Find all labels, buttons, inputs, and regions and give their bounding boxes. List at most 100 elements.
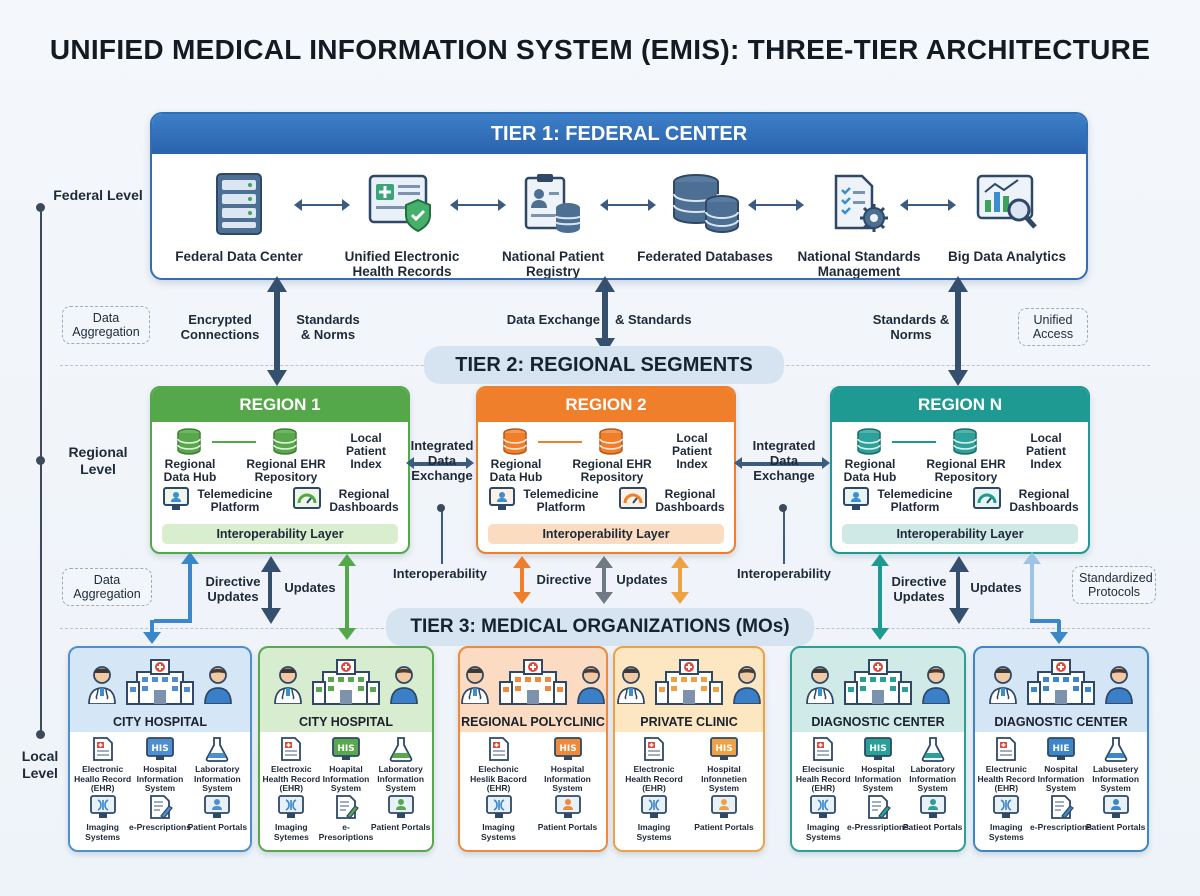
interoperability-layer: Interoperability Layer xyxy=(488,524,724,544)
regional-data-hub-label: Regional Data Hub xyxy=(163,457,217,484)
tier1-item-standards-management: National Standards Management xyxy=(782,172,936,279)
connector-dot xyxy=(437,504,445,512)
his-monitor-icon: HIS xyxy=(332,737,360,760)
database-icon xyxy=(673,174,739,234)
his-icon-text: HIS xyxy=(151,744,168,754)
mo-system-item: Laboratory Information System xyxy=(186,736,248,794)
mo-system-item: e-Presoriptions xyxy=(315,794,377,842)
tier1-regionn-arrow xyxy=(948,276,968,386)
mo-systems: Elechonic Heslik Bacord (EHR) HIS Hospital… xyxy=(460,732,606,850)
mo-system-label: e-Pressriptions xyxy=(847,822,909,832)
patient-icon xyxy=(922,666,950,705)
hospital-building xyxy=(1024,656,1098,711)
region-link-arrow xyxy=(406,457,474,469)
lab-flask-icon xyxy=(206,737,229,762)
mo-system-item: Elechonic Heslik Bacord (EHR) xyxy=(468,736,530,794)
mo-system-label: e-Presoriptions xyxy=(318,822,374,842)
patient-portal-icon xyxy=(1102,795,1129,818)
arrow-head-icon xyxy=(143,632,161,644)
mo-system-label: Electrunic Health Record (EHR) xyxy=(977,764,1036,793)
his-icon-text: HIE xyxy=(1052,744,1069,754)
his-monitor-icon: HIS xyxy=(553,737,582,760)
updates-arrow xyxy=(261,556,281,624)
mo-system-label: Electronic Heallo Record (EHR) xyxy=(74,764,132,793)
patient-icon xyxy=(390,666,418,705)
arrow-head-icon xyxy=(595,556,613,568)
rail-dot-federal xyxy=(36,203,45,212)
lab-flask-icon xyxy=(1104,737,1127,762)
arrow-head-icon xyxy=(671,556,689,568)
server-rack-icon xyxy=(216,173,262,235)
ehr-document-icon xyxy=(644,737,664,761)
tier1-item-uehr: Unified Electronic Health Records (UEHR) xyxy=(327,172,477,278)
bidirectional-arrow xyxy=(900,199,956,211)
doctor-icon xyxy=(274,666,302,705)
region-2-panel: REGION 2 Regional Data Hub Regional EHR … xyxy=(476,386,736,554)
hospital-building xyxy=(652,656,726,711)
mo-system-item: Electroxic Health Record (EHR) xyxy=(260,736,322,794)
prescription-pen-icon xyxy=(336,795,359,819)
interoperability-layer: Interoperability Layer xyxy=(162,524,398,544)
arrow-head-icon xyxy=(513,592,531,604)
directive-updates-note: Directive Updates xyxy=(891,574,947,604)
interoperability-line xyxy=(441,508,443,564)
patient-icon xyxy=(204,666,232,705)
mo-system-label: Hospital Information System xyxy=(544,764,591,793)
mo-system-label: Imaging Systems xyxy=(85,822,121,842)
mo-name: CITY HOSPITAL xyxy=(113,715,207,729)
analytics-magnifier-icon xyxy=(976,174,1037,229)
mo-system-label: Patieot Portals xyxy=(902,822,963,832)
prescription-pen-icon xyxy=(1051,795,1074,819)
updates-line xyxy=(602,566,606,596)
directive-line xyxy=(150,620,154,638)
directive-line xyxy=(1030,619,1060,623)
updates-note: Updates xyxy=(284,580,336,595)
patient xyxy=(576,664,606,709)
region-name: REGION 1 xyxy=(152,388,408,422)
local-patient-index-label: Local Patient Index xyxy=(671,431,712,471)
mo-system-label: Patient Portals xyxy=(370,822,431,832)
mo-system-item: Patient Portals xyxy=(370,794,432,833)
tier1-item-label: National Standards Management xyxy=(797,249,921,279)
arrow-head-icon xyxy=(513,556,531,568)
regional-dashboards-label: Regional Dashboards xyxy=(655,487,725,514)
tier1-item-big-data-analytics: Big Data Analytics xyxy=(932,172,1082,264)
mo-system-item: Patieot Portals xyxy=(902,794,964,833)
telemedicine-icon xyxy=(843,487,869,510)
regional-data-hub-label: Regional Data Hub xyxy=(489,457,543,484)
doctor xyxy=(805,664,835,709)
arrow-head-icon xyxy=(1023,552,1041,564)
updates-note: Updates xyxy=(616,572,668,587)
tier3-title: TIER 3: MEDICAL ORGANIZATIONS (MOs) xyxy=(386,608,814,646)
directive-line xyxy=(1030,560,1034,622)
data-exchange-note: Data Exchange xyxy=(506,312,600,327)
interoperability-line xyxy=(783,508,785,564)
patient-icon xyxy=(577,666,605,705)
doctor xyxy=(460,664,490,709)
level-rail xyxy=(40,205,42,735)
mo-system-label: Imaging Systems xyxy=(988,822,1024,842)
mo-system-label: Hoapital Information System xyxy=(322,764,370,793)
bidirectional-arrow xyxy=(892,441,936,443)
mo-system-item: Labusetery Information System xyxy=(1085,736,1147,794)
doctor-icon xyxy=(617,666,645,705)
ehr-document-icon xyxy=(996,737,1017,761)
mo-system-item: HIS Hoapital Information System xyxy=(315,736,377,794)
doctor xyxy=(988,664,1018,709)
lab-flask-icon xyxy=(921,737,944,762)
interoperability-note: Interoperability xyxy=(737,566,831,581)
integrated-data-exchange-note: Integrated Data Exchange xyxy=(752,438,816,483)
his-monitor-icon: HIS xyxy=(146,737,174,760)
mo-name: PRIVATE CLINIC xyxy=(640,715,738,729)
mo-system-label: Nospital Information System xyxy=(1037,764,1085,793)
mo-system-label: Imaging Systems xyxy=(805,822,841,842)
patient xyxy=(732,664,762,709)
his-icon-text: HIS xyxy=(869,744,886,754)
data-aggregation-bubble: Data Aggregation xyxy=(62,306,150,344)
arrow-head-icon xyxy=(338,554,356,566)
ehr-document-icon xyxy=(813,737,834,761)
